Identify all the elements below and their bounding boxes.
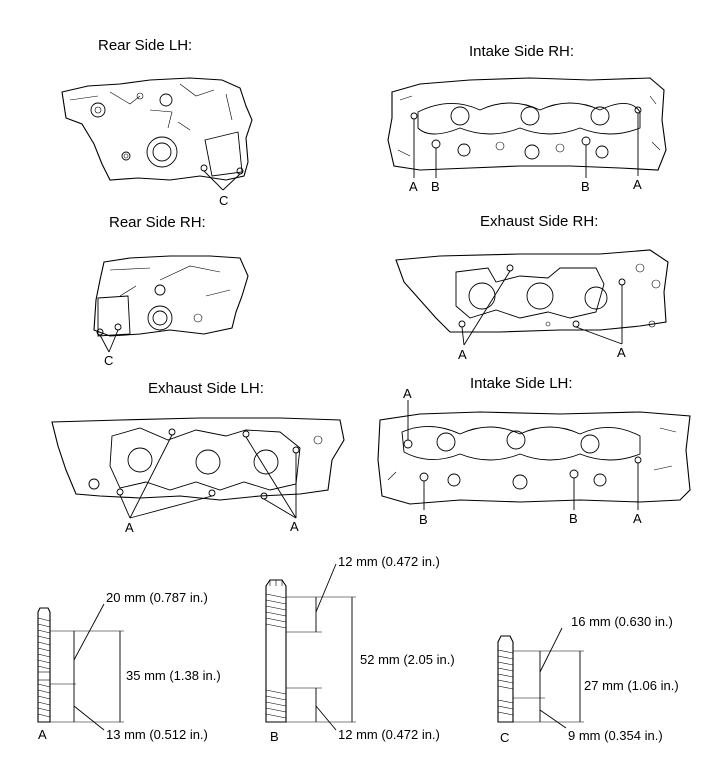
stud-a-total-length: 35 mm (1.38 in.) [126,668,221,683]
exhaust-side-lh-head-drawing [51,417,345,519]
title-exhaust-side-rh: Exhaust Side RH: [480,213,599,230]
callout-b: B [419,512,428,527]
stud-c-drawing [497,627,584,729]
callout-a: A [458,347,467,362]
stud-b-drawing [265,563,356,731]
title-intake-side-lh: Intake Side LH: [470,375,573,392]
callout-a: A [617,345,626,360]
title-exhaust-side-lh: Exhaust Side LH: [148,380,264,397]
stud-b-label: B [270,729,279,744]
callout-a: A [125,520,134,535]
callout-b: B [431,179,440,194]
stud-a-lower-thread-length: 13 mm (0.512 in.) [106,727,208,742]
exhaust-side-rh-head-drawing [395,249,669,346]
title-rear-side-lh: Rear Side LH: [98,37,193,54]
stud-a-label: A [38,727,47,742]
intake-side-lh-head-drawing [377,400,691,510]
stud-a-upper-thread-length: 20 mm (0.787 in.) [106,590,208,605]
stud-b-upper-thread-length: 12 mm (0.472 in.) [338,554,440,569]
callout-a: A [409,179,418,194]
title-intake-side-rh: Intake Side RH: [469,43,575,60]
stud-b-lower-thread-length: 12 mm (0.472 in.) [338,727,440,742]
stud-a-drawing [37,603,124,731]
stud-b-total-length: 52 mm (2.05 in.) [360,652,455,667]
callout-c: C [104,353,114,368]
callout-a: A [290,519,299,534]
intake-side-rh-head-drawing [387,77,667,178]
rear-side-rh-head-drawing [93,255,249,353]
callout-c: C [219,193,229,208]
stud-c-upper-thread-length: 16 mm (0.630 in.) [571,614,673,629]
callout-a: A [633,511,642,526]
rear-side-lh-head-drawing [61,77,253,191]
callout-b: B [569,511,578,526]
stud-c-label: C [500,730,510,745]
title-rear-side-rh: Rear Side RH: [109,214,206,231]
callout-a: A [633,177,642,192]
callout-a: A [403,386,412,401]
stud-c-lower-thread-length: 9 mm (0.354 in.) [568,728,663,743]
stud-c-total-length: 27 mm (1.06 in.) [584,678,679,693]
callout-b: B [581,179,590,194]
